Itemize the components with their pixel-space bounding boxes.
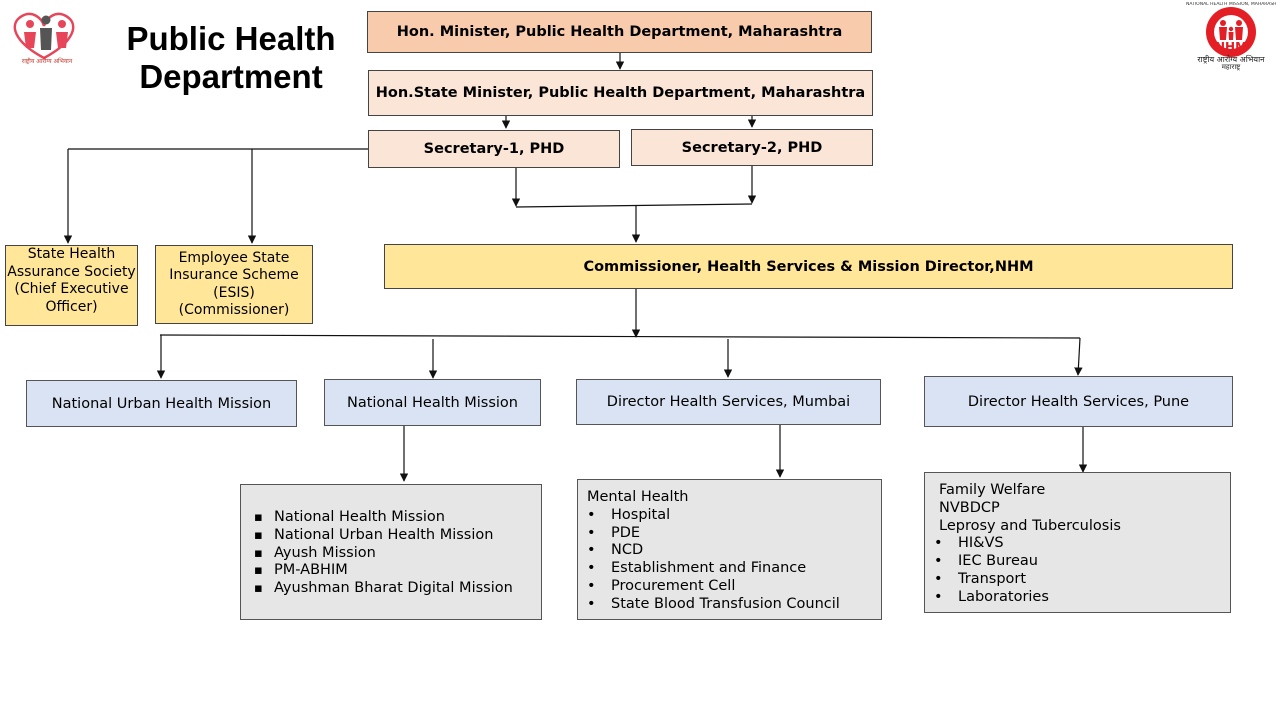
list-item: Transport	[934, 571, 1049, 589]
mumbai-units-list: Hospital PDE NCD Establishment and Finan…	[587, 507, 840, 614]
pune-heading: Family Welfare	[939, 482, 1046, 498]
list-item: Procurement Cell	[587, 578, 840, 596]
mumbai-units-box: Mental Health Hospital PDE NCD Establish…	[577, 479, 882, 620]
list-item: Ayush Mission	[250, 545, 513, 563]
list-item: Establishment and Finance	[587, 560, 840, 578]
list-item: NCD	[587, 542, 840, 560]
mumbai-heading: Mental Health	[587, 489, 689, 505]
nhm-label: National Health Mission	[347, 394, 518, 411]
page-title: Public Health Department	[126, 20, 336, 95]
nuhm-box: National Urban Health Mission	[26, 380, 297, 427]
nhm-programs-box: National Health Mission National Urban H…	[240, 484, 542, 620]
esis-label: Employee State Insurance Scheme (ESIS) (…	[169, 249, 299, 319]
nhm-acronym: NHM	[1214, 40, 1248, 54]
list-item: Ayushman Bharat Digital Mission	[250, 580, 513, 598]
secretary-1-label: Secretary-1, PHD	[423, 141, 565, 157]
nuhm-label: National Urban Health Mission	[51, 395, 272, 412]
shas-label: State Health Assurance Society (Chief Ex…	[7, 246, 136, 315]
state-minister-box: Hon.State Minister, Public Health Depart…	[368, 70, 873, 116]
list-item: HI&VS	[934, 535, 1049, 553]
left-logo-caption: राष्ट्रीय आरोग्य अभियान	[21, 58, 73, 65]
list-item: National Urban Health Mission	[250, 527, 513, 545]
family-heart-logo-icon	[13, 12, 75, 60]
commissioner-box: Commissioner, Health Services & Mission …	[384, 244, 1233, 289]
dhs-pune-label: Director Health Services, Pune	[967, 393, 1190, 410]
secretary-1-box: Secretary-1, PHD	[368, 130, 620, 168]
dhs-pune-box: Director Health Services, Pune	[924, 376, 1233, 427]
esis-box: Employee State Insurance Scheme (ESIS) (…	[155, 245, 313, 324]
nhm-tagline: राष्ट्रीय आरोग्य अभियान	[1197, 55, 1265, 64]
left-logo: राष्ट्रीय आरोग्य अभियान	[4, 6, 90, 68]
pune-heading: NVBDCP	[939, 499, 1000, 516]
nhm-programs-list: National Health Mission National Urban H…	[250, 509, 513, 598]
list-item: State Blood Transfusion Council	[587, 596, 840, 614]
list-item: PDE	[587, 525, 840, 543]
nhm-emblem-icon	[1206, 7, 1256, 57]
minister-box: Hon. Minister, Public Health Department,…	[367, 11, 872, 53]
list-item: PM-ABHIM	[250, 562, 513, 580]
commissioner-label: Commissioner, Health Services & Mission …	[583, 258, 1034, 275]
pune-units-list: HI&VS IEC Bureau Transport Laboratories	[934, 535, 1049, 606]
nhm-box: National Health Mission	[324, 379, 541, 426]
secretary-2-box: Secretary-2, PHD	[631, 129, 873, 166]
pune-units-box: Family Welfare NVBDCP Leprosy and Tuberc…	[924, 472, 1231, 613]
list-item: Hospital	[587, 507, 840, 525]
nhm-tagline-state: महाराष्ट्र	[1221, 63, 1241, 71]
nhm-logo: NATIONAL HEALTH MISSION, MAHARASHTRA NHM…	[1186, 2, 1276, 74]
list-item: National Health Mission	[250, 509, 513, 527]
secretary-2-label: Secretary-2, PHD	[681, 139, 823, 156]
dhs-mumbai-box: Director Health Services, Mumbai	[576, 379, 881, 425]
shas-box: State Health Assurance Society (Chief Ex…	[5, 245, 138, 326]
list-item: Laboratories	[934, 589, 1049, 607]
dhs-mumbai-label: Director Health Services, Mumbai	[606, 394, 851, 410]
minister-label: Hon. Minister, Public Health Department,…	[396, 24, 843, 40]
nhm-arc-text: NATIONAL HEALTH MISSION, MAHARASHTRA	[1186, 2, 1276, 7]
state-minister-label: Hon.State Minister, Public Health Depart…	[375, 85, 866, 101]
list-item: IEC Bureau	[934, 553, 1049, 571]
pune-heading: Leprosy and Tuberculosis	[939, 517, 1121, 534]
